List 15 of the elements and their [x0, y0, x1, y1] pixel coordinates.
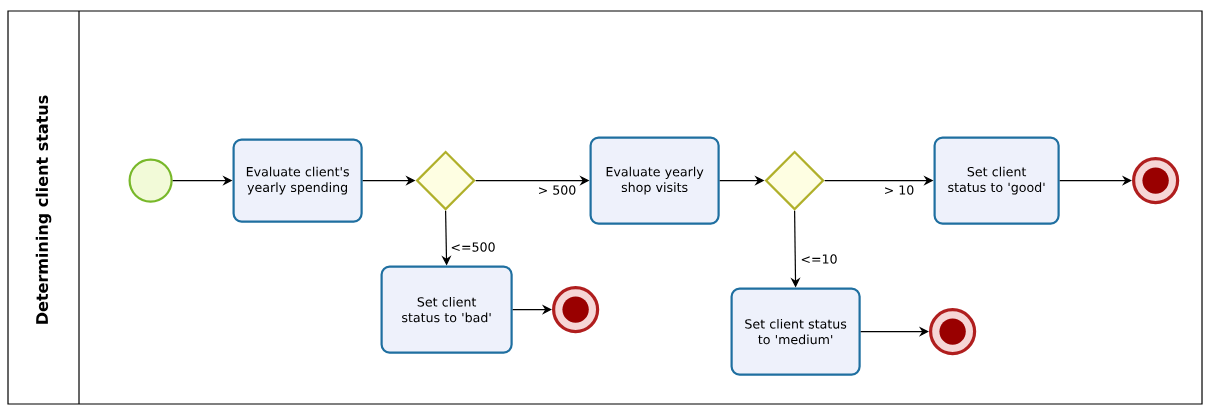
start-event — [128, 158, 173, 203]
edge-label: <=10 — [801, 254, 837, 264]
task-box: Evaluate client's yearly spending — [232, 138, 363, 223]
edge-label: > 500 — [539, 185, 576, 195]
edge-label: <=500 — [451, 242, 495, 252]
task-box: Evaluate yearly shop visits — [589, 136, 720, 225]
edge-label: > 10 — [885, 185, 914, 195]
end-event — [1132, 157, 1180, 205]
end-event — [929, 308, 977, 356]
gateway-diamond — [764, 150, 825, 211]
task-box: Set client status to 'bad' — [380, 265, 513, 354]
gateway-diamond — [415, 150, 476, 211]
task-box: Set client status to 'good' — [933, 136, 1060, 225]
task-box: Set client status to 'medium' — [730, 287, 861, 376]
end-event — [552, 286, 600, 334]
